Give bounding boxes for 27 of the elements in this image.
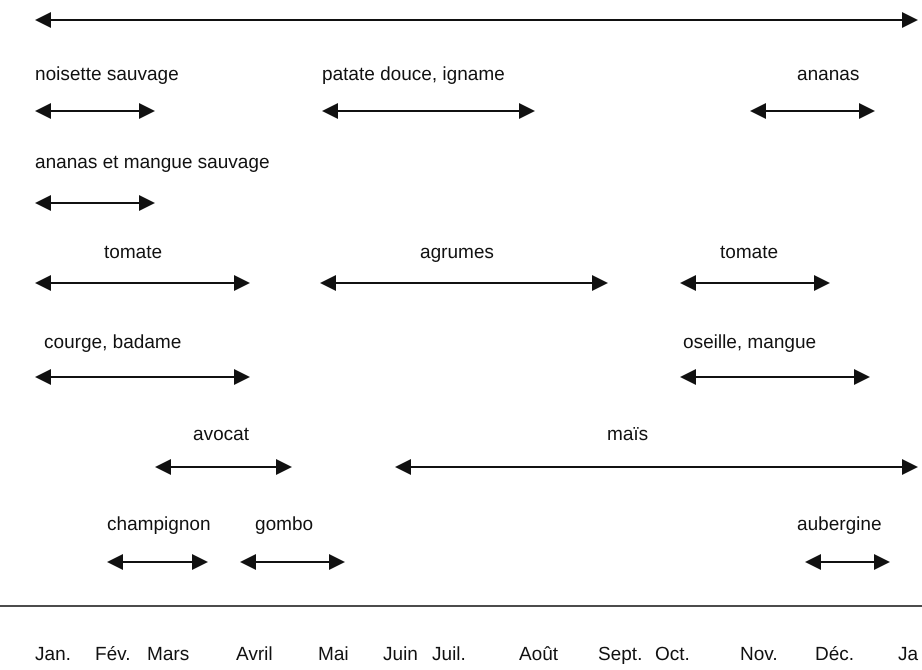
crop-label: courge, badame — [44, 332, 182, 354]
month-label: Oct. — [655, 644, 690, 666]
crop-label: ananas — [797, 64, 860, 86]
crop-label: champignon — [107, 514, 211, 536]
crop-label: maïs — [607, 424, 648, 446]
month-label: Nov. — [740, 644, 778, 666]
month-label: Jan. — [35, 644, 71, 666]
crop-label: tomate — [720, 242, 778, 264]
month-label: Avril — [236, 644, 273, 666]
month-label: Juin — [383, 644, 418, 666]
month-label: Mars — [147, 644, 190, 666]
crop-label: gombo — [255, 514, 314, 536]
month-label: Sept. — [598, 644, 642, 666]
crop-label: ananas et mangue sauvage — [35, 152, 270, 174]
month-label: Ja — [898, 644, 918, 666]
month-label: Mai — [318, 644, 349, 666]
month-label: Juil. — [432, 644, 466, 666]
month-label: Août — [519, 644, 558, 666]
month-label: Fév. — [95, 644, 131, 666]
crop-label: noisette sauvage — [35, 64, 179, 86]
crop-label: avocat — [193, 424, 249, 446]
crop-label: agrumes — [420, 242, 494, 264]
month-label: Déc. — [815, 644, 854, 666]
crop-label: patate douce, igname — [322, 64, 505, 86]
crop-label: aubergine — [797, 514, 882, 536]
crop-label: oseille, mangue — [683, 332, 816, 354]
crop-label: tomate — [104, 242, 162, 264]
